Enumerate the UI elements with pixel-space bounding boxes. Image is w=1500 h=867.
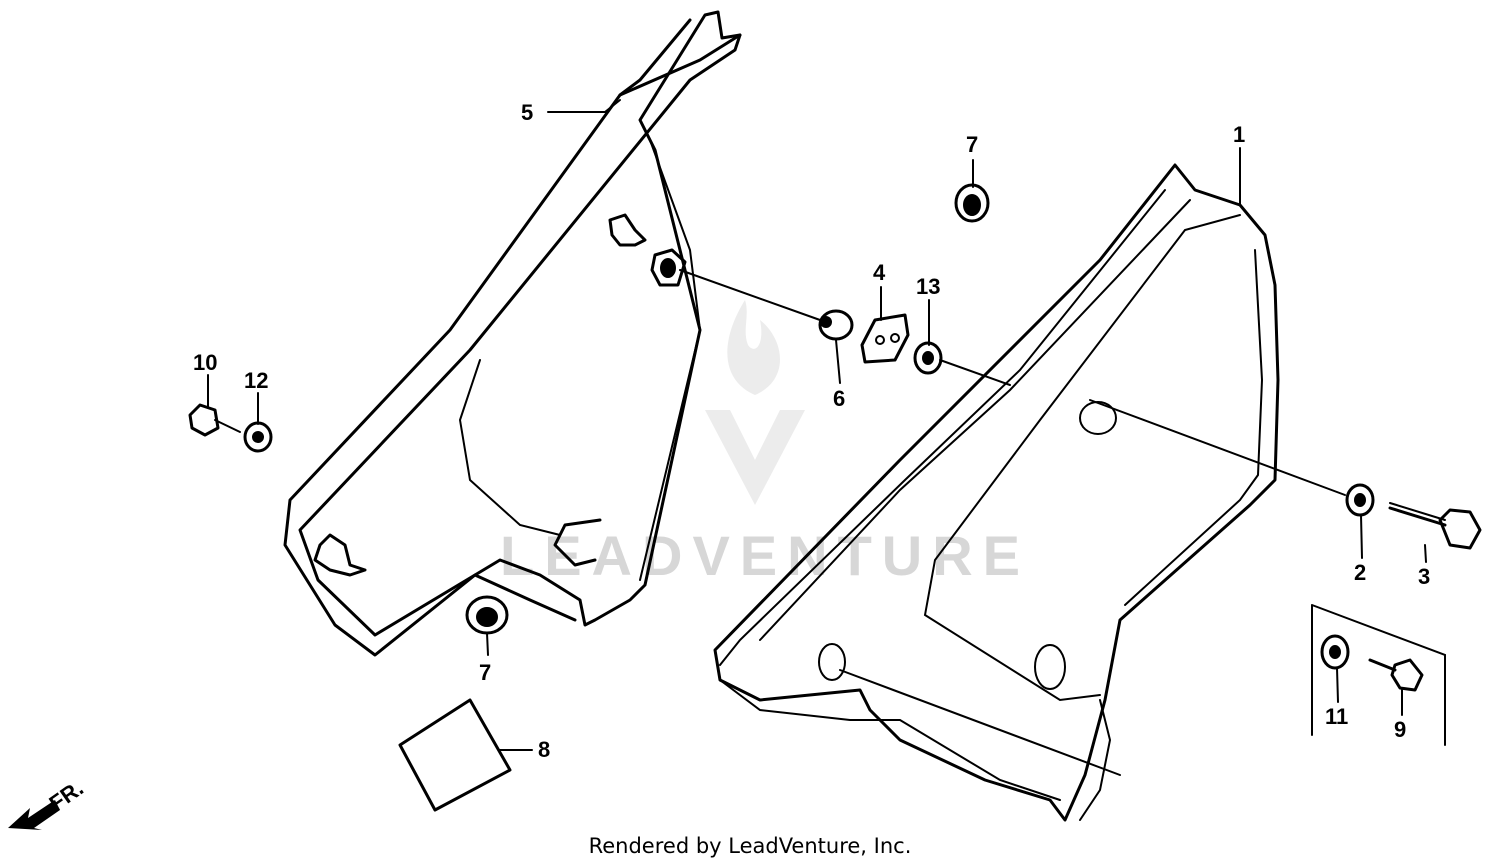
callout-12: 12 xyxy=(244,368,268,393)
callout-10: 10 xyxy=(193,350,217,375)
part-11-washer xyxy=(1320,634,1350,670)
part-8-label xyxy=(398,698,512,812)
part-3-screw xyxy=(1388,502,1482,550)
part-6-collar xyxy=(818,309,854,341)
watermark-flame-icon xyxy=(727,300,780,395)
callout-8: 8 xyxy=(538,737,550,762)
part-7-grommet-top xyxy=(954,183,990,223)
watermark-logo-icon xyxy=(705,410,805,505)
leadventure-watermark: LEADVENTURE xyxy=(500,300,1030,587)
part-12-washer xyxy=(243,421,273,453)
assembly-lines xyxy=(679,269,1346,776)
callout-7-bottom: 7 xyxy=(479,660,491,685)
callout-6: 6 xyxy=(833,386,845,411)
footer-credit: Rendered by LeadVenture, Inc. xyxy=(588,834,912,858)
part-6-collar-mount xyxy=(650,248,687,287)
part-13-washer xyxy=(913,341,943,375)
part-1-side-cover-right xyxy=(713,163,1280,822)
part-7-grommet-bottom xyxy=(465,595,509,635)
watermark-text: LEADVENTURE xyxy=(500,524,1030,587)
leader-lines xyxy=(207,99,1427,751)
callout-9: 9 xyxy=(1394,717,1406,742)
callout-7-top: 7 xyxy=(966,132,978,157)
callout-11: 11 xyxy=(1325,704,1348,729)
callout-5: 5 xyxy=(521,100,533,125)
hardware-group-box xyxy=(1311,604,1446,746)
part-5-side-cover-left xyxy=(283,10,742,657)
callout-3: 3 xyxy=(1418,564,1430,589)
front-direction-marker: FR. xyxy=(8,775,88,830)
callout-4: 4 xyxy=(873,260,886,285)
part-2-washer xyxy=(1345,483,1375,517)
callout-2: 2 xyxy=(1354,560,1366,585)
part-10-bolt xyxy=(188,403,241,437)
part-9-bolt xyxy=(1368,658,1424,692)
callout-13: 13 xyxy=(916,274,940,299)
arrow-down-left-icon xyxy=(8,800,60,830)
callout-labels: 5 1 7 4 13 6 10 12 7 8 2 3 11 9 xyxy=(193,100,1430,762)
callout-1: 1 xyxy=(1233,122,1245,147)
part-4-clip-plate xyxy=(860,313,910,364)
